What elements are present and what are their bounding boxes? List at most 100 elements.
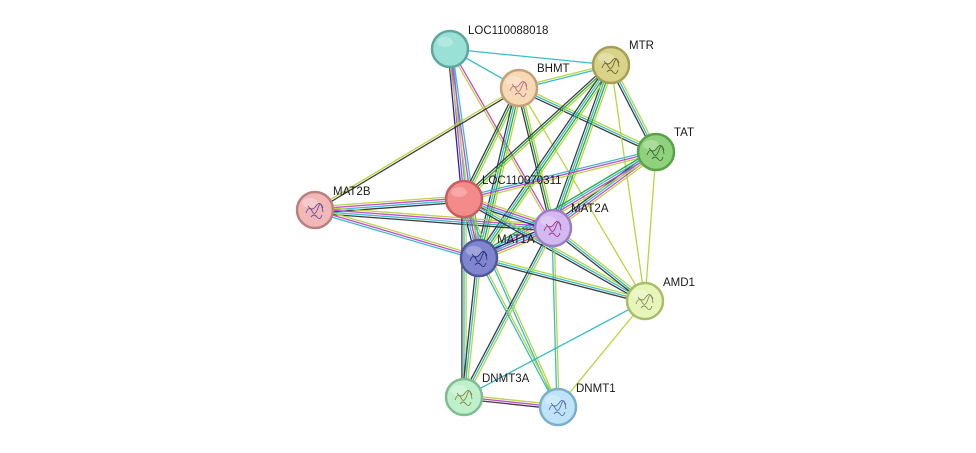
node-label: LOC110088018 [468, 25, 548, 37]
edge-strand [463, 257, 480, 398]
edge-strand [478, 259, 645, 304]
edge-TAT-AMD1[interactable] [644, 151, 657, 302]
edge-strand [553, 225, 647, 300]
node-label: MAT2B [333, 186, 371, 198]
edge-MAT2A-AMD1[interactable] [551, 225, 647, 304]
edge-strand [315, 88, 520, 212]
edge-MTR-LOC110070311[interactable] [462, 62, 613, 202]
node-sheen [540, 216, 556, 226]
node-label: TAT [674, 127, 694, 139]
node-disc [444, 179, 484, 219]
edge-strand [464, 153, 657, 202]
node-sheen [598, 53, 614, 63]
edge-MAT1A-DNMT3A[interactable] [461, 257, 482, 398]
node-MAT2A[interactable]: MAT2A [533, 203, 609, 248]
edge-strand [552, 227, 646, 302]
protein-structure-icon [635, 294, 654, 311]
edge-strand [450, 48, 555, 228]
edge-strand [314, 212, 553, 232]
edge-AMD1-DNMT3A[interactable] [463, 300, 646, 398]
edge-MAT1A-AMD1[interactable] [478, 255, 646, 304]
edge-BHMT-MAT2B[interactable] [314, 86, 520, 212]
edge-LOC110088018-MTR[interactable] [449, 48, 612, 66]
edge-strand [551, 229, 645, 304]
edge-strand [315, 206, 554, 226]
edge-strand [644, 151, 657, 302]
edge-strand [464, 66, 613, 202]
node-TAT[interactable]: TAT [636, 127, 694, 172]
edge-strand [477, 148, 655, 256]
node-sheen [302, 198, 318, 208]
node-sheen [466, 246, 482, 256]
edge-TAT-MAT1A[interactable] [477, 148, 658, 262]
edge-strand [465, 228, 556, 399]
node-label: BHMT [537, 63, 570, 75]
edge-strand [463, 87, 520, 200]
edge-MAT1A-DNMT1[interactable] [477, 257, 560, 408]
node-MTR[interactable]: MTR [591, 40, 654, 85]
edge-strand [477, 258, 558, 408]
node-AMD1[interactable]: AMD1 [625, 277, 695, 321]
node-disc [430, 29, 470, 69]
edge-strand [520, 87, 556, 228]
node-LOC110070311[interactable]: LOC110070311 [444, 175, 562, 219]
edge-BHMT-MAT2A[interactable] [516, 87, 556, 229]
node-BHMT[interactable]: BHMT [499, 63, 570, 108]
node-DNMT3A[interactable]: DNMT3A [444, 373, 530, 417]
protein-structure-icon [646, 145, 665, 162]
edge-TAT-LOC110070311[interactable] [463, 149, 657, 202]
edge-layer [314, 48, 659, 410]
edge-strand [462, 62, 611, 198]
node-DNMT1[interactable]: DNMT1 [538, 383, 616, 427]
node-label: MAT2A [571, 203, 609, 215]
edge-strand [315, 207, 480, 257]
protein-structure-icon [454, 390, 473, 407]
node-sheen [451, 385, 467, 395]
node-sheen [632, 289, 648, 299]
node-LOC110088018[interactable]: LOC110088018 [430, 25, 548, 69]
edge-strand [451, 48, 467, 199]
node-label: LOC110070311 [482, 175, 562, 187]
protein-structure-icon [469, 251, 488, 268]
edge-strand [518, 87, 554, 229]
node-sheen [643, 140, 659, 150]
edge-strand [463, 64, 612, 200]
edge-strand [447, 49, 463, 200]
node-disc [625, 281, 665, 321]
edge-strand [479, 88, 521, 259]
edge-strand [479, 257, 560, 407]
edge-MTR-AMD1[interactable] [610, 64, 646, 302]
node-MAT1A[interactable]: MAT1A [459, 234, 535, 278]
edge-strand [314, 197, 464, 210]
edge-strand [314, 86, 519, 210]
edge-strand [557, 300, 646, 408]
node-disc [295, 190, 335, 230]
edge-strand [463, 151, 657, 200]
edge-strand [314, 209, 480, 259]
edge-MAT2B-MAT1A[interactable] [314, 207, 480, 261]
edge-strand [464, 196, 647, 300]
node-label: MTR [629, 40, 654, 52]
edge-strand [553, 227, 560, 407]
node-disc [591, 45, 631, 85]
node-disc [444, 377, 484, 417]
node-disc [538, 387, 578, 427]
edge-strand [462, 200, 645, 304]
node-disc [499, 68, 539, 108]
edge-strand [551, 228, 558, 408]
edge-strand [480, 154, 658, 262]
edge-strand [465, 258, 482, 398]
edge-strand [461, 86, 518, 199]
node-label: AMD1 [663, 277, 695, 289]
edge-AMD1-DNMT1[interactable] [557, 300, 646, 408]
edge-LOC110088018-MAT2A[interactable] [448, 48, 555, 229]
edge-strand [448, 49, 553, 229]
node-MAT2B[interactable]: MAT2B [295, 186, 371, 230]
node-sheen [506, 76, 522, 86]
node-sheen [437, 37, 453, 47]
node-sheen [451, 187, 467, 197]
edge-strand [517, 89, 656, 155]
edge-MAT2A-DNMT1[interactable] [551, 227, 560, 408]
